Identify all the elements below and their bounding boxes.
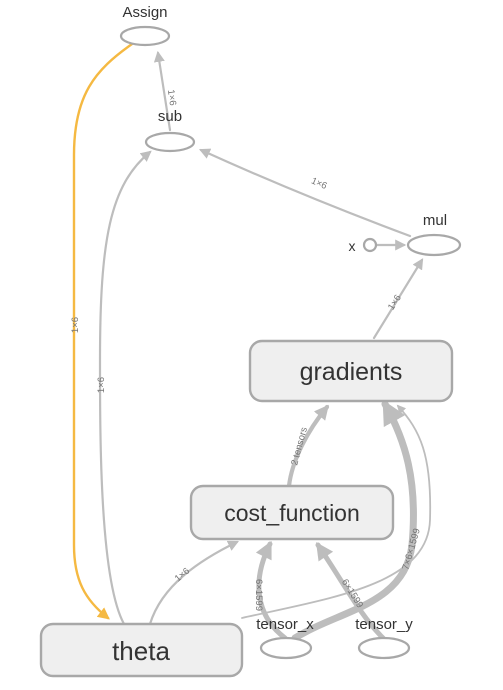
edge-theta-to-gradients[interactable] xyxy=(241,404,432,619)
node-sub-label: sub xyxy=(158,108,182,125)
node-gradients-label: gradients xyxy=(300,358,403,386)
edge-label-tensor-x-gradients: 7×6×1599 xyxy=(400,527,422,571)
edge-label-sub-assign: 1×6 xyxy=(165,89,178,106)
node-gradients[interactable]: gradients xyxy=(248,339,454,403)
node-theta[interactable]: theta xyxy=(39,622,244,678)
node-tensor-y[interactable]: tensor_y xyxy=(355,616,413,660)
node-x-label: x xyxy=(349,238,356,254)
node-tensor-x-label: tensor_x xyxy=(256,616,314,633)
edge-cost-to-gradients[interactable] xyxy=(286,404,330,489)
node-sub[interactable]: sub xyxy=(144,108,196,153)
node-assign[interactable]: Assign xyxy=(119,4,171,47)
node-cost-function-label: cost_function xyxy=(224,500,360,526)
edge-tensor-x-to-cost[interactable] xyxy=(255,540,288,641)
node-theta-label: theta xyxy=(112,636,170,666)
edges xyxy=(72,42,432,642)
edge-label-mul-sub: 1×6 xyxy=(309,175,328,191)
edge-label-assign-theta: 1×6 xyxy=(70,317,81,333)
edge-assign-to-theta[interactable] xyxy=(72,42,134,620)
edge-sub-to-assign[interactable] xyxy=(153,50,172,132)
node-tensor-x[interactable]: tensor_x xyxy=(256,616,314,660)
node-cost-function[interactable]: cost_function xyxy=(189,484,395,541)
edge-label-theta-sub: 1×6 xyxy=(96,377,107,393)
edge-theta-to-cost[interactable] xyxy=(148,540,239,626)
edge-theta-to-sub[interactable] xyxy=(98,150,152,626)
nodes: Assign sub mul x gradients cost_function xyxy=(39,4,462,678)
node-x[interactable]: x xyxy=(349,237,378,254)
edge-mul-to-sub[interactable] xyxy=(198,148,412,238)
node-tensor-y-label: tensor_y xyxy=(355,616,413,633)
edge-tensor-x-to-gradients[interactable] xyxy=(291,399,417,642)
edge-tensor-y-to-cost[interactable] xyxy=(315,542,386,641)
edge-label-tensor-x-cost: 6×1599 xyxy=(253,579,264,611)
edge-label-cost-gradients: 2 tensors xyxy=(289,426,310,467)
node-mul[interactable]: mul xyxy=(406,212,462,257)
node-assign-label: Assign xyxy=(122,4,167,21)
edge-gradients-to-mul[interactable] xyxy=(372,258,424,340)
node-mul-label: mul xyxy=(423,212,447,229)
